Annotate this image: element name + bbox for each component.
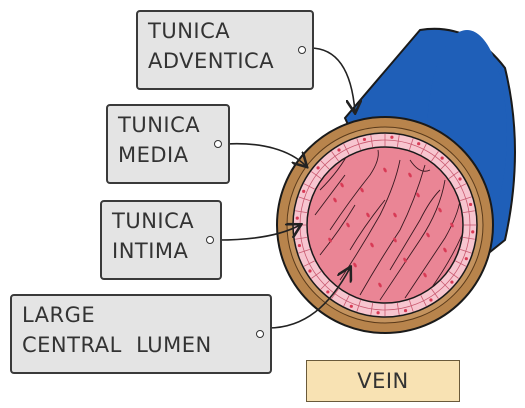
arrow-media — [226, 144, 306, 166]
cell-nucleus — [316, 166, 319, 169]
cell-nucleus — [471, 230, 474, 233]
cell-nucleus — [302, 190, 305, 193]
cell-nucleus — [441, 156, 444, 159]
cell-nucleus — [296, 216, 299, 219]
label-line: INTIMA — [112, 236, 210, 266]
label-tunica-media: TUNICA MEDIA — [106, 104, 230, 184]
cell-nucleus — [450, 281, 453, 284]
cell-nucleus — [404, 309, 407, 312]
tag-hole-icon — [214, 140, 222, 148]
tag-hole-icon — [298, 46, 306, 54]
cell-nucleus — [298, 244, 301, 247]
cell-nucleus — [308, 269, 311, 272]
cell-nucleus — [390, 136, 393, 139]
cell-nucleus — [429, 298, 432, 301]
cell-nucleus — [469, 203, 472, 206]
arrow-adventica — [310, 48, 355, 112]
cell-nucleus — [465, 257, 468, 260]
label-line: TUNICA — [118, 110, 218, 140]
cell-nucleus — [363, 138, 366, 141]
label-line: ADVENTICA — [148, 46, 302, 76]
label-line: CENTRAL LUMEN — [22, 330, 260, 360]
label-line: TUNICA — [148, 16, 302, 46]
cell-nucleus — [350, 305, 353, 308]
cell-nucleus — [326, 290, 329, 293]
tag-hole-icon — [206, 236, 214, 244]
label-line: TUNICA — [112, 206, 210, 236]
cell-nucleus — [417, 142, 420, 145]
cell-nucleus — [376, 311, 379, 314]
label-tunica-adventica: TUNICA ADVENTICA — [136, 10, 314, 90]
label-line: MEDIA — [118, 140, 218, 170]
label-line: LARGE — [22, 300, 260, 330]
label-tunica-intima: TUNICA INTIMA — [100, 200, 222, 280]
tag-hole-icon — [256, 330, 264, 338]
label-large-central-lumen: LARGE CENTRAL LUMEN — [10, 294, 272, 374]
diagram-title: VEIN — [306, 360, 460, 402]
cell-nucleus — [458, 177, 461, 180]
cell-nucleus — [337, 148, 340, 151]
